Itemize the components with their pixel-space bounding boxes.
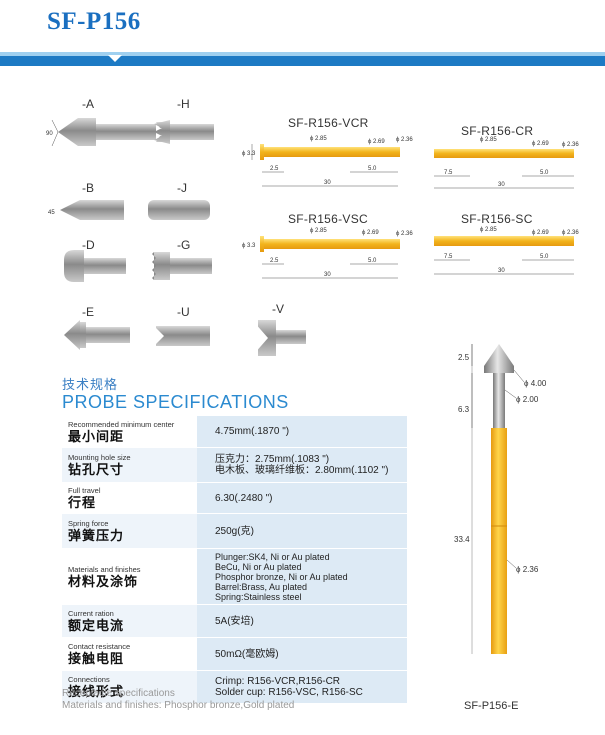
svg-text:ϕ 2.36: ϕ 2.36	[396, 137, 413, 143]
svg-text:5.0: 5.0	[368, 166, 377, 172]
tip-v-icon	[254, 320, 306, 356]
tip-label-a: -A	[82, 97, 94, 111]
probe-name: SF-P156-E	[464, 700, 519, 712]
tip-d-icon	[64, 250, 126, 282]
tip-a-icon: 90	[46, 118, 156, 147]
svg-text:2.5: 2.5	[270, 166, 279, 172]
svg-text:7.5: 7.5	[444, 254, 453, 260]
svg-text:ϕ 2.69: ϕ 2.69	[362, 230, 379, 236]
receptacle-vcr: ϕ 3.3 ϕ 2.85 ϕ 2.69 ϕ 2.36 2.5 5.0 30	[242, 136, 413, 187]
tip-j-icon	[148, 200, 210, 220]
tip-label-g: -G	[177, 238, 191, 252]
tip-label-j: -J	[177, 181, 187, 195]
spec-heading-en: PROBE SPECIFICATIONS	[62, 392, 289, 412]
probe-neck-length: 6.3	[458, 405, 470, 414]
tip-b-angle: 45	[48, 210, 55, 216]
variant-title-cr: SF-R156-CR	[461, 124, 534, 138]
tip-label-v: -V	[272, 302, 284, 316]
svg-text:ϕ 2.85: ϕ 2.85	[310, 228, 327, 234]
tip-g-icon	[152, 252, 212, 280]
svg-text:ϕ 3.3: ϕ 3.3	[242, 243, 256, 249]
svg-text:2.5: 2.5	[270, 258, 279, 264]
tip-label-e: -E	[82, 305, 94, 319]
spec-heading-cn: 技术规格	[62, 377, 119, 392]
tip-h-icon	[154, 120, 214, 144]
svg-text:ϕ 2.85: ϕ 2.85	[310, 136, 327, 142]
receptacle-note-line2: Materials and finishes: Phosphor bronze,…	[62, 700, 295, 711]
probe-total-length: 33.4	[454, 535, 470, 544]
svg-text:ϕ 2.69: ϕ 2.69	[532, 141, 549, 147]
tip-label-u: -U	[177, 305, 190, 319]
svg-text:ϕ 2.85: ϕ 2.85	[480, 227, 497, 233]
tip-b-icon: 45	[48, 200, 124, 220]
tip-label-d: -D	[82, 238, 95, 252]
svg-text:ϕ 3.3: ϕ 3.3	[242, 151, 256, 157]
probe-neck-diameter: ϕ 2.00	[516, 395, 539, 404]
variant-title-sc: SF-R156-SC	[461, 212, 533, 226]
svg-text:ϕ 2.36: ϕ 2.36	[562, 230, 579, 236]
svg-text:7.5: 7.5	[444, 170, 453, 176]
svg-text:30: 30	[324, 180, 331, 186]
receptacle-note: Receptacle specifications Materials and …	[62, 688, 294, 712]
svg-text:ϕ 2.36: ϕ 2.36	[396, 231, 413, 237]
svg-text:5.0: 5.0	[368, 258, 377, 264]
probe-drawing: 2.5 6.3 33.4 ϕ 4.00 ϕ 2.00 ϕ 2.36	[454, 344, 547, 654]
page-title: SF-P156	[47, 8, 141, 35]
svg-text:30: 30	[324, 272, 331, 278]
receptacle-sc: ϕ 2.85 ϕ 2.69 ϕ 2.36 7.5 5.0 30	[434, 227, 579, 275]
probe-barrel-diameter: ϕ 2.36	[516, 565, 539, 574]
svg-text:ϕ 2.69: ϕ 2.69	[368, 139, 385, 145]
svg-text:ϕ 2.85: ϕ 2.85	[480, 137, 497, 143]
receptacle-drawings: ϕ 3.3 ϕ 2.85 ϕ 2.69 ϕ 2.36 2.5 5.0 30 ϕ …	[242, 136, 579, 279]
probe-tip-length: 2.5	[458, 353, 470, 362]
variant-title-vcr: SF-R156-VCR	[288, 116, 369, 130]
tip-e-icon	[64, 320, 130, 350]
svg-text:ϕ 2.36: ϕ 2.36	[562, 142, 579, 148]
tip-label-b: -B	[82, 181, 94, 195]
svg-text:ϕ 2.69: ϕ 2.69	[532, 230, 549, 236]
svg-text:30: 30	[498, 182, 505, 188]
receptacle-vsc: ϕ 3.3 ϕ 2.85 ϕ 2.69 ϕ 2.36 2.5 5.0 30	[242, 228, 413, 279]
tip-label-h: -H	[177, 97, 190, 111]
variant-title-vsc: SF-R156-VSC	[288, 212, 368, 226]
tip-styles-drawing: 90 45	[46, 118, 214, 350]
receptacle-cr: ϕ 2.85 ϕ 2.69 ϕ 2.36 7.5 5.0 30	[434, 137, 579, 189]
svg-text:5.0: 5.0	[540, 170, 549, 176]
header-band	[0, 52, 605, 66]
svg-text:30: 30	[498, 268, 505, 274]
svg-text:5.0: 5.0	[540, 254, 549, 260]
tip-a-angle: 90	[46, 131, 53, 137]
receptacle-note-line1: Receptacle specifications	[62, 688, 175, 699]
tip-u-icon	[154, 326, 210, 346]
probe-head-diameter: ϕ 4.00	[524, 379, 547, 388]
